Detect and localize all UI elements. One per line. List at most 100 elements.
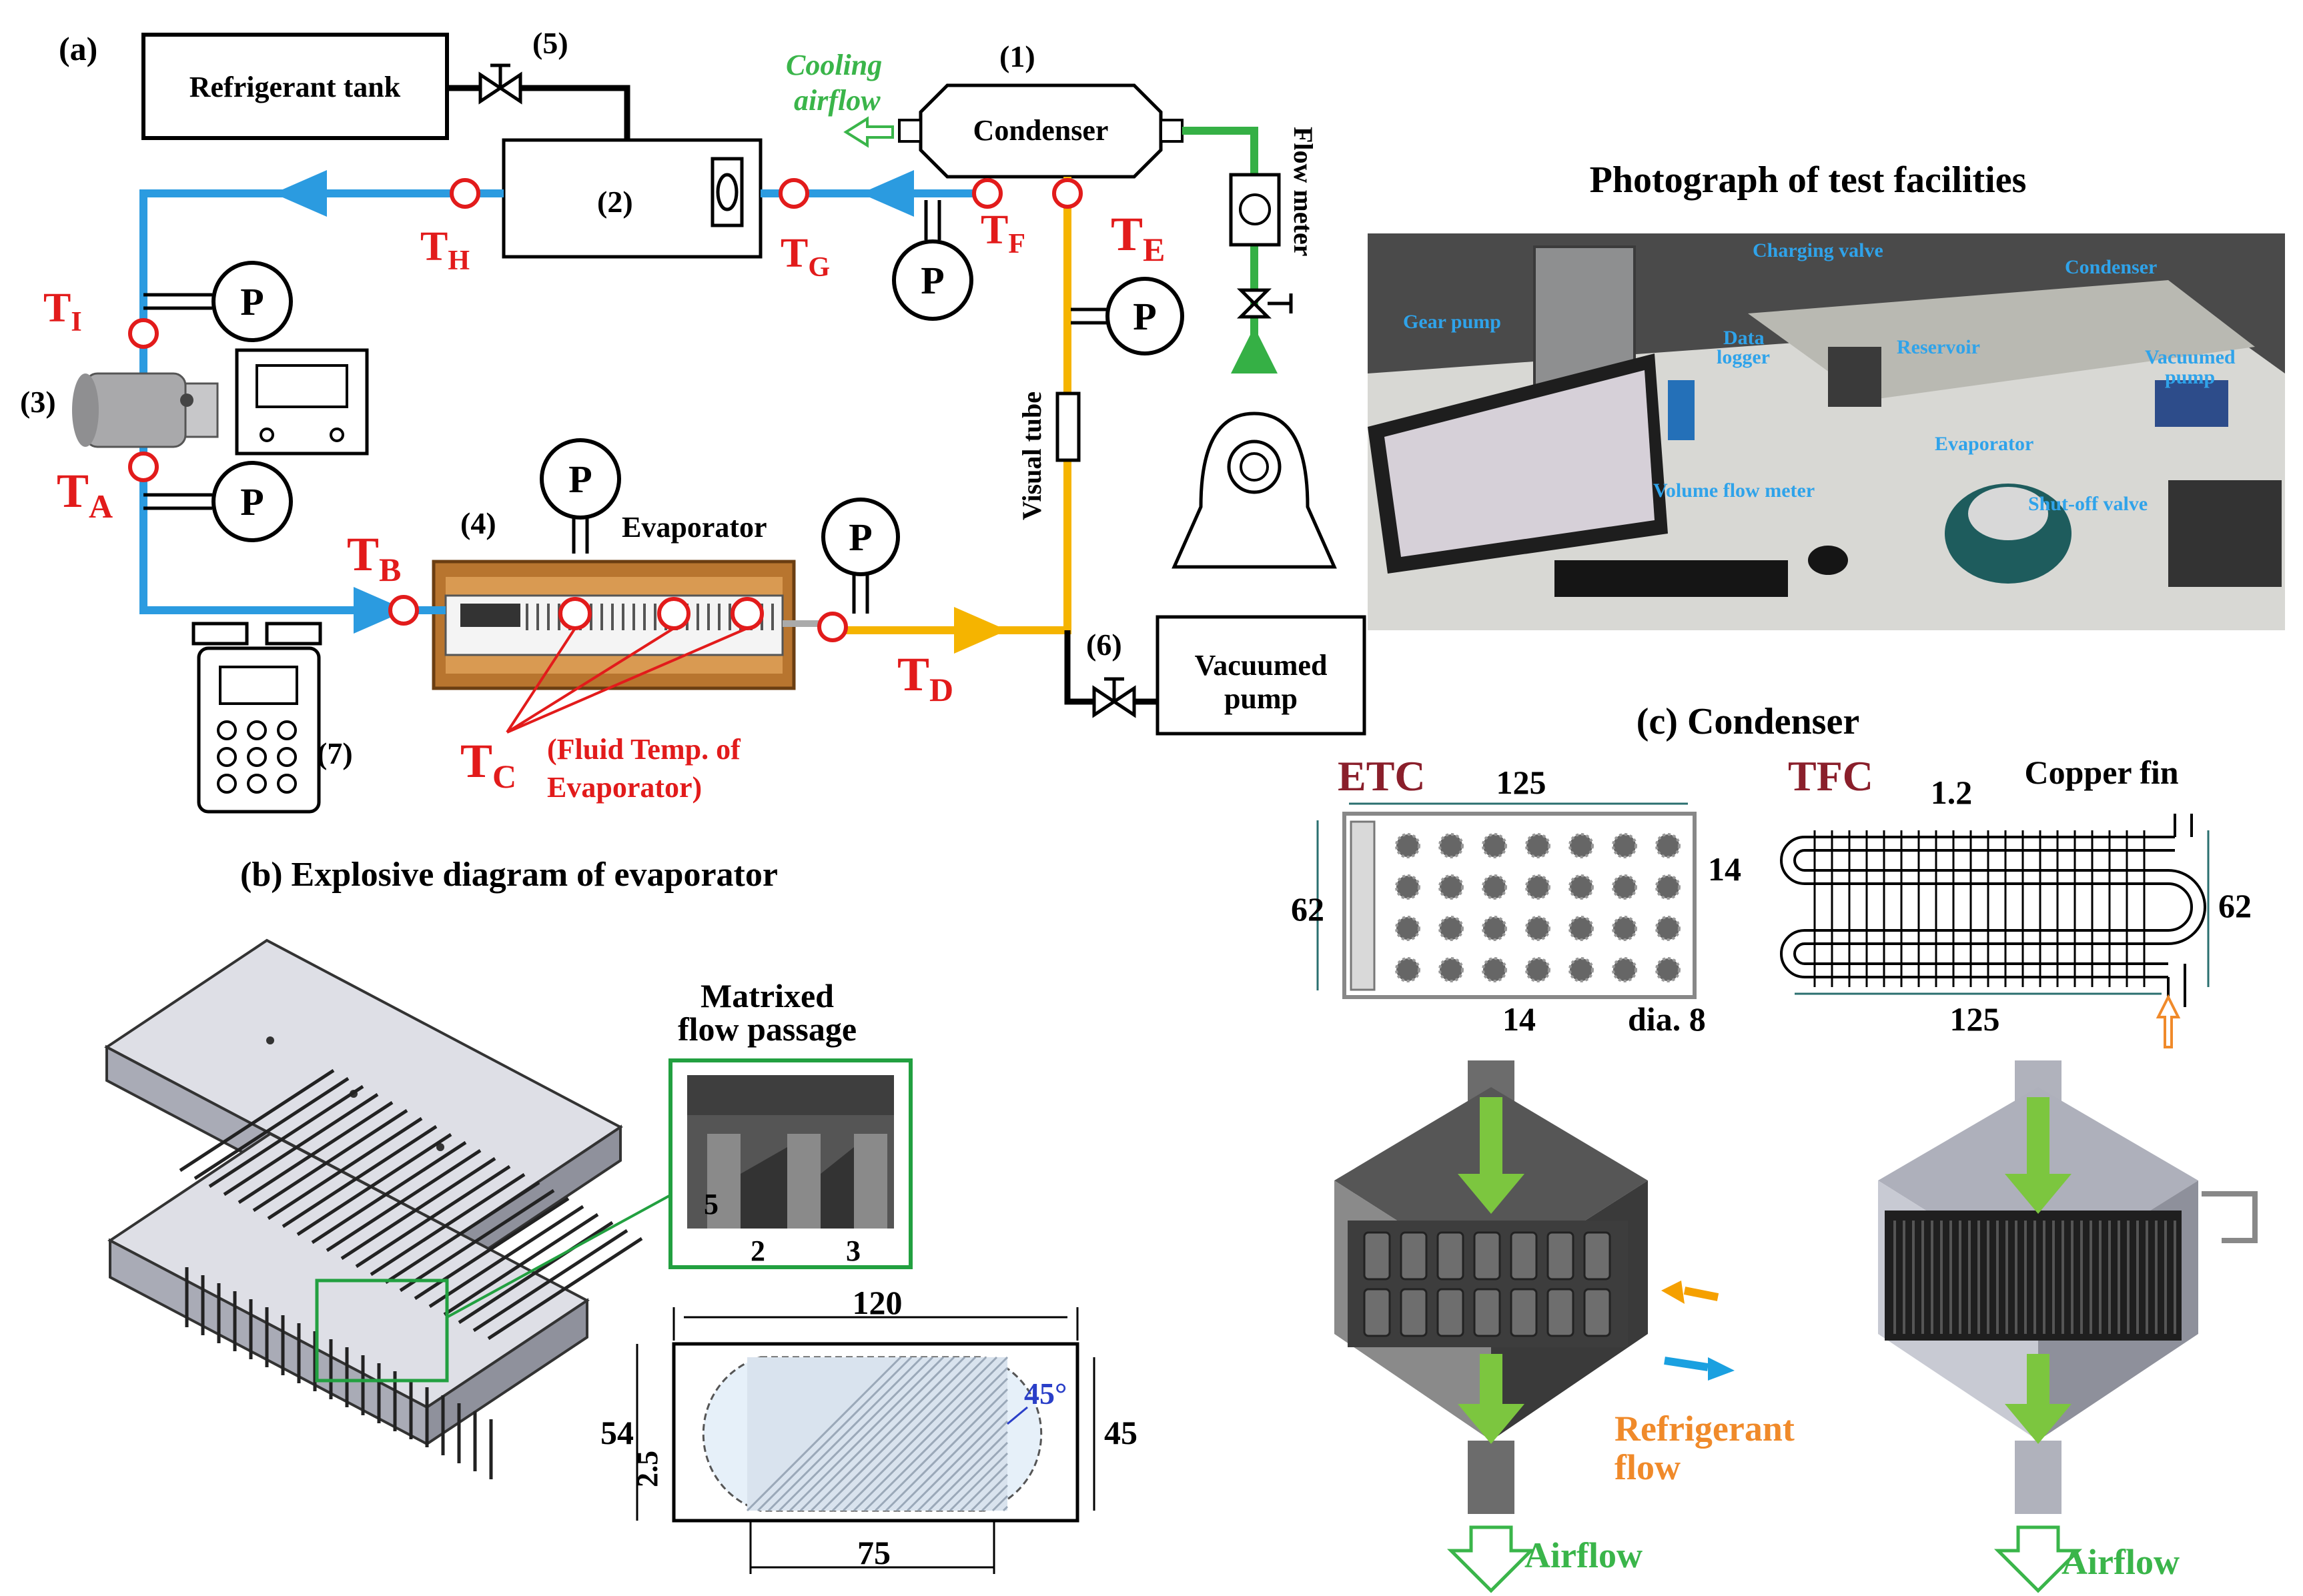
marker-I [128,318,159,349]
tfc-dim-62: 62 [2218,887,2252,924]
panel-a-label: (a) [59,30,97,67]
etc-dim-14a: 14 [1708,850,1741,888]
panel-b: (b) Explosive diagram of evaporator Matr… [104,856,1137,1574]
photo-label-charging-valve: Charging valve [1753,239,1883,261]
photo-label-volume-flow-meter: Volume flow meter [1653,480,1815,502]
refrigerant-flow-label-2: flow [1615,1447,1681,1487]
flow-arrow-blue-2 [861,170,914,217]
T-D: TD [897,648,953,708]
handheld-meter [191,622,322,814]
temperature-markers [128,178,1083,642]
flow-arrow-blue-1 [274,170,327,217]
tc-leader-lines [506,627,748,734]
photo-label-vacuumed-pump-1: Vacuumed [2145,346,2236,368]
etc-dim-62: 62 [1291,890,1324,928]
svg-text:P: P [240,480,264,524]
photo-label-vacuumed-pump-2: pump [2165,366,2215,388]
fluid-temp-label-1: (Fluid Temp. of [547,733,741,766]
inset-title-2: flow passage [678,1010,857,1048]
label-n4: (4) [460,506,496,540]
dim-120: 120 [853,1284,903,1321]
vacuumed-pump-label-1: Vacuumed [1195,649,1328,682]
flow-arrow-green [1231,327,1278,373]
cooling-airflow-label-1: Cooling [786,49,882,81]
pressure-gauge-D: P [821,498,900,614]
cooling-airflow-arrow [843,116,894,148]
inset-connector [446,1194,671,1319]
photo-label-reservoir: Reservoir [1897,336,1980,358]
pressure-gauge-A: P [143,461,293,542]
marker-D [817,612,848,642]
T-A: TA [57,464,113,525]
angle-45: 45° [1024,1377,1067,1411]
cooling-airflow-label-2: airflow [794,84,881,117]
condenser-label: Condenser [973,114,1109,147]
vacuumed-pump-box [1156,615,1366,736]
dim-3: 3 [846,1235,861,1267]
dim-5: 5 [704,1188,719,1221]
marker-F [972,178,1003,209]
flow-meter-label: Flow meter [1288,127,1318,256]
vacuum-branch [1064,630,1158,705]
dim-2: 2 [751,1235,765,1267]
matrixed-passage-render [687,1075,894,1229]
photo-label-data-logger-2: logger [1717,346,1770,368]
airflow-label-left: Airflow [1524,1535,1643,1575]
marker-C3 [731,597,764,630]
label-n2: (2) [597,185,633,219]
photo-title: Photograph of test facilities [1590,159,2027,201]
gear-pump-image [72,372,219,448]
pressure-gauge-evaporator: P [540,438,621,554]
marker-E [1052,178,1083,209]
pressure-gauge-F: P [892,200,973,321]
dim-45: 45 [1104,1414,1137,1451]
T-F: TF [981,207,1025,259]
dim-2-5: 2.5 [631,1451,664,1487]
label-n1: (1) [999,39,1035,73]
pressure-gauge-I: P [143,261,293,342]
pressure-gauge-E: P [1071,277,1184,355]
photo-label-condenser: Condenser [2065,256,2157,278]
visual-tube [1055,391,1081,462]
visual-tube-label: Visual tube [1017,391,1047,520]
panel-b-title: (b) Explosive diagram of evaporator [240,856,778,894]
label-n7: (7) [317,736,353,770]
tfc-dim-125: 125 [1950,1000,2000,1038]
etc-label: ETC [1338,752,1426,800]
tfc-dim-1-2: 1.2 [1931,774,1973,811]
panel-c: (c) Condenser ETC 125 62 14 14 dia. 8 TF… [1291,701,2258,1593]
tfc-coil [1780,814,2206,1007]
label-n6: (6) [1086,628,1122,662]
condenser-body [919,83,1163,179]
svg-text:P: P [568,458,592,501]
tfc-label: TFC [1788,752,1873,800]
photograph-panel: Photograph of test facilities Charging v… [1368,159,2285,630]
svg-text:P: P [849,516,872,559]
panel-c-title: (c) Condenser [1637,701,1859,742]
etc-3d-render [1334,1060,1735,1593]
photo-label-evaporator: Evaporator [1935,433,2033,455]
photo-label-gear-pump: Gear pump [1403,311,1501,333]
evaporator-label: Evaporator [622,511,767,544]
inset-title-1: Matrixed [701,977,834,1014]
panel-a: (a) Refrigerant tank (5) (2) (1) Condens… [20,26,1366,814]
etc-dim-125: 125 [1496,764,1546,801]
evaporator-exploded-view [104,938,643,1479]
marker-C1 [558,597,592,630]
refrigerant-tank-box [141,33,449,140]
marker-C2 [657,597,690,630]
valve-6-icon [1092,677,1136,718]
dim-54: 54 [600,1414,634,1451]
photo-label-shutoff-valve: Shut-off valve [2028,493,2148,515]
label-n3: (3) [20,385,56,419]
svg-text:P: P [1133,295,1156,338]
T-I: TI [43,285,82,337]
evaporator-body [432,560,796,690]
tfc-3d-render [1878,1060,2258,1593]
photo-image [1368,233,2285,630]
marker-A [128,452,159,482]
flow-arrow-yellow [954,607,1007,654]
T-E: TE [1111,207,1165,268]
marker-G [779,178,809,209]
